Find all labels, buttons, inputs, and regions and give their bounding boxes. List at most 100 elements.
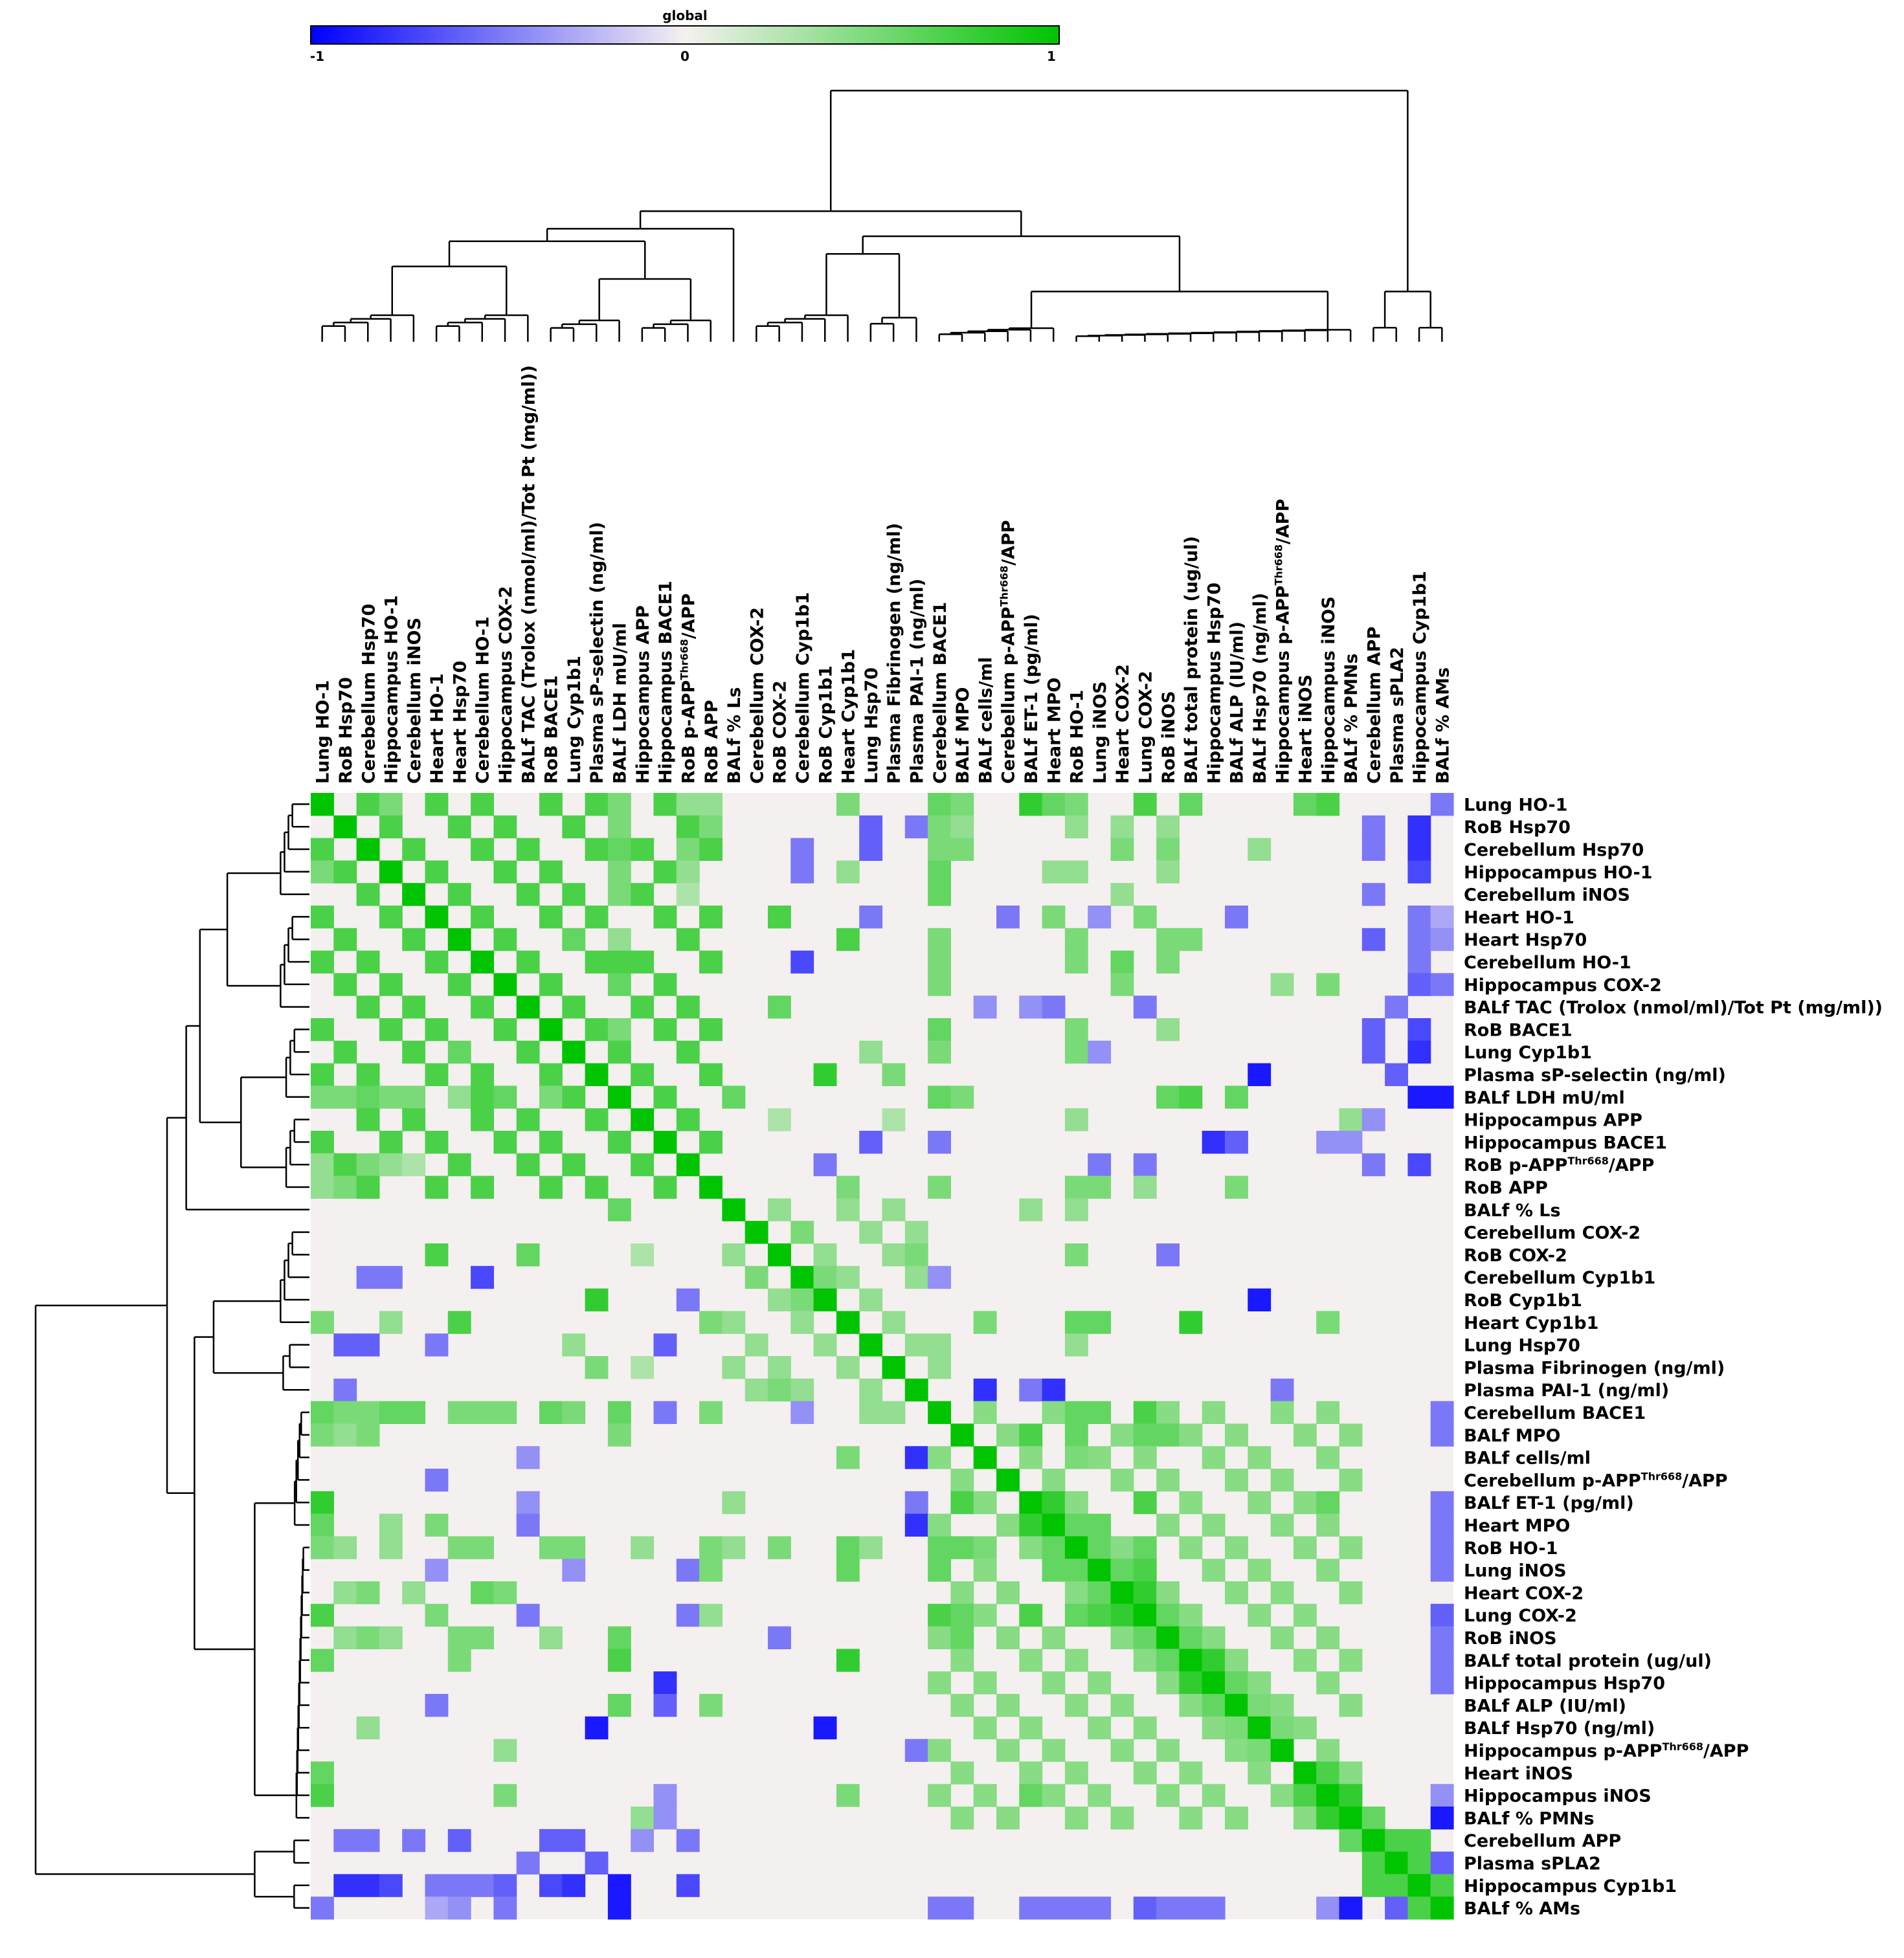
heatmap-cell xyxy=(928,1175,951,1199)
heatmap-cell xyxy=(379,973,403,996)
heatmap-cell xyxy=(425,1603,449,1627)
column-label: Cerebellum COX-2 xyxy=(747,607,767,784)
heatmap-cell xyxy=(1042,1536,1066,1559)
heatmap-cell xyxy=(950,1694,974,1717)
heatmap-cell xyxy=(1407,838,1431,861)
heatmap-cell xyxy=(973,1378,997,1402)
heatmap-cell xyxy=(1339,1761,1363,1785)
heatmap-cell xyxy=(1339,1807,1363,1830)
heatmap-cell xyxy=(539,1829,563,1852)
heatmap-cell xyxy=(928,1603,951,1627)
heatmap-cell xyxy=(928,1265,951,1289)
heatmap-cell xyxy=(311,1153,334,1177)
heatmap-cell xyxy=(1225,1085,1248,1109)
heatmap-cell xyxy=(1316,1784,1340,1807)
heatmap-cell xyxy=(928,1559,951,1582)
heatmap-cell xyxy=(539,793,563,816)
heatmap-cell xyxy=(1316,1446,1340,1469)
heatmap-cell xyxy=(1110,1423,1134,1447)
heatmap-cell xyxy=(1316,1807,1340,1830)
heatmap-cell xyxy=(1156,1784,1180,1807)
heatmap-cell xyxy=(1088,1311,1112,1334)
heatmap-cell xyxy=(699,793,722,816)
heatmap-cell xyxy=(1316,1739,1340,1762)
heatmap-cell xyxy=(904,1513,928,1537)
heatmap-cell xyxy=(333,1829,357,1852)
heatmap-cell xyxy=(722,1243,746,1267)
heatmap-cell xyxy=(1225,1131,1248,1154)
heatmap-cell xyxy=(562,1536,586,1559)
heatmap-cell xyxy=(1225,1739,1248,1762)
heatmap-cell xyxy=(1293,1491,1317,1515)
heatmap-cell xyxy=(1133,1401,1157,1424)
heatmap-cell xyxy=(1225,1649,1248,1672)
row-label: BALf ALP (IU/ml) xyxy=(1464,1696,1626,1716)
heatmap-cell xyxy=(1339,1581,1363,1605)
heatmap-cell xyxy=(402,996,426,1019)
heatmap-cell xyxy=(1270,1716,1294,1740)
heatmap-cell xyxy=(1407,860,1431,884)
heatmap-cell xyxy=(1133,1581,1157,1605)
heatmap-cell xyxy=(425,950,449,973)
heatmap-cell xyxy=(607,1694,631,1717)
row-label: Heart COX-2 xyxy=(1464,1583,1584,1603)
heatmap-cell xyxy=(493,1018,517,1041)
heatmap-cell xyxy=(447,815,471,839)
heatmap-cell xyxy=(904,1333,928,1357)
heatmap-cell xyxy=(1179,1761,1203,1785)
heatmap-cell xyxy=(1430,1649,1454,1672)
heatmap-cell xyxy=(447,1311,471,1334)
row-label: BALf % AMs xyxy=(1464,1899,1580,1919)
heatmap-cell xyxy=(1064,1175,1088,1199)
heatmap-cell xyxy=(607,1626,631,1649)
heatmap-cell xyxy=(1156,1626,1180,1649)
heatmap-cell xyxy=(1064,793,1088,816)
heatmap-cell xyxy=(1064,815,1088,839)
heatmap-cell xyxy=(1407,1153,1431,1177)
row-label: Cerebellum COX-2 xyxy=(1464,1223,1641,1243)
heatmap-cell xyxy=(1430,1559,1454,1582)
heatmap-cell xyxy=(1316,1761,1340,1785)
heatmap-cell xyxy=(699,1131,722,1154)
heatmap-cell xyxy=(562,1153,586,1177)
heatmap-cell xyxy=(1316,1401,1340,1424)
heatmap-cell xyxy=(447,1649,471,1672)
heatmap-cell xyxy=(1179,1897,1203,1920)
heatmap-cell xyxy=(1316,1513,1340,1537)
heatmap-cell xyxy=(311,1085,334,1109)
heatmap-cell xyxy=(333,1085,357,1109)
heatmap-cell xyxy=(653,860,677,884)
heatmap-cell xyxy=(1179,1085,1203,1109)
heatmap-cell xyxy=(631,996,655,1019)
heatmap-cell xyxy=(402,1829,426,1852)
heatmap-cell xyxy=(539,860,563,884)
heatmap-cell xyxy=(631,1356,655,1379)
heatmap-cell xyxy=(1042,1401,1066,1424)
heatmap-cell xyxy=(1156,1603,1180,1627)
heatmap-cell xyxy=(607,950,631,973)
heatmap-cell xyxy=(425,1018,449,1041)
colorbar-tick-high: 1 xyxy=(1047,49,1056,64)
column-label: Hippocampus Cyp1b1 xyxy=(1410,571,1430,784)
column-label: RoB p-APPThr668/APP xyxy=(678,594,699,784)
heatmap-cell xyxy=(585,1018,609,1041)
heatmap-cell xyxy=(1293,1649,1317,1672)
heatmap-cell xyxy=(813,1063,837,1086)
row-label: Cerebellum Cyp1b1 xyxy=(1464,1268,1655,1288)
heatmap-cell xyxy=(333,1175,357,1199)
heatmap-cell xyxy=(790,1221,814,1244)
heatmap-cell xyxy=(1133,1536,1157,1559)
heatmap-cell xyxy=(1133,906,1157,929)
heatmap-cell xyxy=(996,1626,1020,1649)
heatmap-cell xyxy=(1110,1559,1134,1582)
heatmap-cell xyxy=(1156,1423,1180,1447)
heatmap-cell xyxy=(562,1333,586,1357)
heatmap-cell xyxy=(928,1513,951,1537)
heatmap-cell xyxy=(1385,1897,1408,1920)
heatmap-cell xyxy=(1430,1401,1454,1424)
heatmap-cell xyxy=(653,1671,677,1695)
heatmap-cell xyxy=(1430,793,1454,816)
column-label: BALf LDH mU/ml xyxy=(610,623,631,784)
heatmap-cell xyxy=(471,950,494,973)
